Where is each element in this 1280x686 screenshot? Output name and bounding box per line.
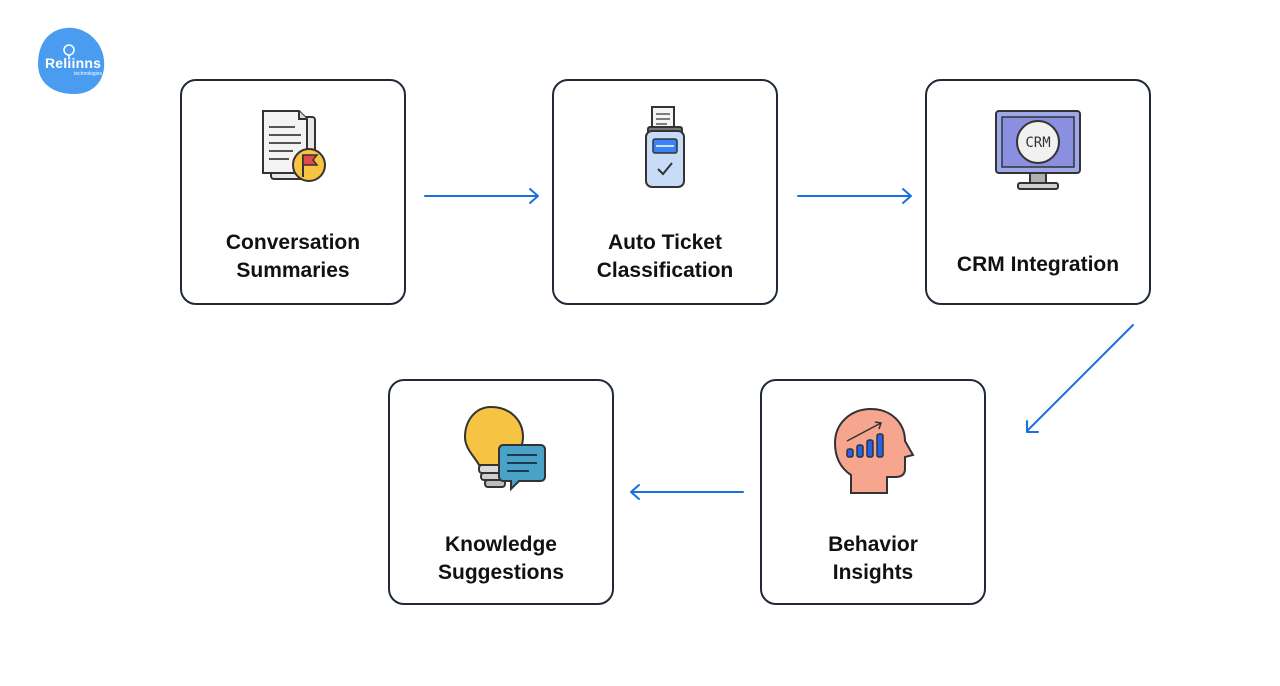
bulb-chat-icon (463, 405, 546, 492)
document-flag-icon (262, 110, 326, 182)
crm-monitor-icon: CRM (995, 110, 1081, 190)
arrow-4-to-5 (630, 484, 744, 500)
step-label-line1: CRM Integration (956, 253, 1120, 276)
step-card-conversation-summaries: Conversation Summaries (180, 79, 406, 305)
step-label-line1: Conversation (225, 231, 361, 254)
arrow-2-to-3 (797, 188, 912, 204)
step-card-crm-integration: CRM CRM Integration (925, 79, 1151, 305)
arrow-3-to-4 (1026, 324, 1134, 433)
step-label-line2: Classification (596, 259, 734, 282)
step-label-line1: Auto Ticket (608, 231, 722, 254)
arrow-1-to-2 (424, 188, 539, 204)
step-label-line2: Insights (832, 561, 914, 584)
step-label-line1: Behavior (828, 533, 918, 556)
step-card-knowledge-suggestions: Knowledge Suggestions (388, 379, 614, 605)
head-chart-icon (833, 407, 915, 494)
brand-tagline: technologies (74, 71, 103, 77)
step-label-line2: Summaries (236, 259, 350, 282)
logo-blob-icon (38, 27, 105, 95)
step-label-line2: Suggestions (437, 561, 564, 584)
step-card-auto-ticket-classification: Auto Ticket Classification (552, 79, 778, 305)
ticket-icon (645, 106, 685, 188)
crm-monitor-text: CRM (1025, 135, 1050, 151)
step-card-behavior-insights: Behavior Insights (760, 379, 986, 605)
brand-name: Reliinns (45, 55, 102, 71)
step-label-line1: Knowledge (444, 533, 557, 556)
